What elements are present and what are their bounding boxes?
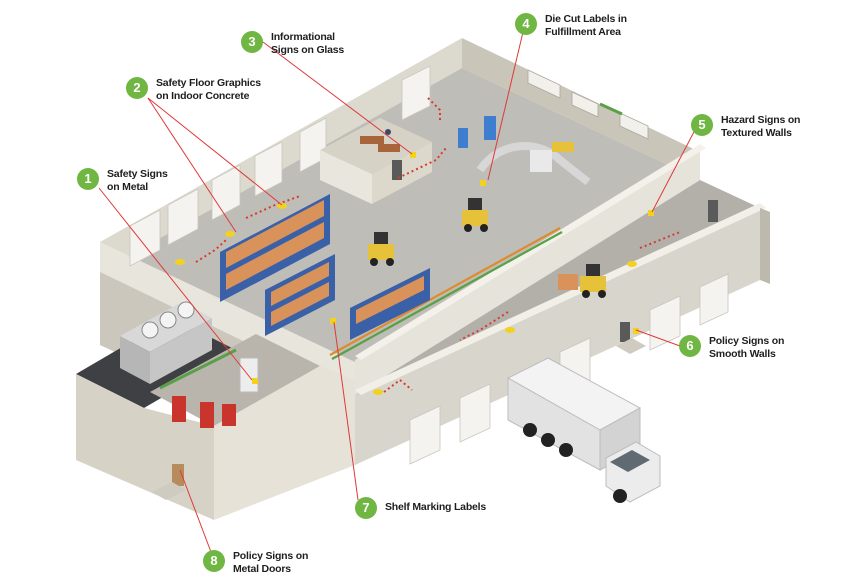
leader-6 xyxy=(635,329,681,347)
leader-8 xyxy=(179,469,215,561)
callout-8-number: 8 xyxy=(203,550,225,572)
floor-dotted-paths xyxy=(195,97,681,393)
office-wall-left xyxy=(320,150,372,204)
leader-1 xyxy=(98,187,253,381)
delivery-truck xyxy=(506,357,661,503)
hvac-units xyxy=(120,301,212,384)
callout-6-number: 6 xyxy=(679,335,701,357)
mech-room-steps xyxy=(152,482,186,500)
shelving-racks xyxy=(220,194,430,340)
leader-4 xyxy=(487,31,524,181)
callout-3-number: 3 xyxy=(241,31,263,53)
office-desk xyxy=(360,136,384,144)
leader-7 xyxy=(333,321,359,501)
mech-room-floor xyxy=(150,334,320,426)
callout-5-number: 5 xyxy=(691,114,713,136)
leader-lines xyxy=(98,31,697,561)
office-door xyxy=(392,160,402,180)
front-right-wall xyxy=(355,208,760,465)
callout-7: 7 Shelf Marking Labels xyxy=(355,497,486,519)
callout-4-number: 4 xyxy=(515,13,537,35)
side-door xyxy=(620,322,630,342)
wall-stripe xyxy=(599,102,623,116)
fulfillment-area xyxy=(458,116,591,186)
floor-stripes xyxy=(329,227,563,360)
right-wall-door xyxy=(708,200,718,222)
building-right-side xyxy=(760,208,770,284)
forklifts xyxy=(368,198,606,298)
side-door-steps xyxy=(616,338,646,354)
leader-5 xyxy=(651,127,697,213)
mech-room-door xyxy=(172,464,184,486)
callout-7-label: Shelf Marking Labels xyxy=(385,501,487,513)
mech-room-front-wall xyxy=(214,366,355,520)
leader-2b xyxy=(147,97,283,206)
wall-fans xyxy=(527,69,649,140)
front-right-wall-top xyxy=(355,203,766,395)
office-floor xyxy=(320,118,432,174)
callout-7-number: 7 xyxy=(355,497,377,519)
partition-wall-top xyxy=(355,144,706,360)
leader-3 xyxy=(262,41,413,155)
leader-2a xyxy=(147,97,237,233)
office-person xyxy=(385,129,391,135)
callout-2-number: 2 xyxy=(126,77,148,99)
office-desk-2 xyxy=(378,144,400,152)
partition-wall xyxy=(355,148,700,395)
callout-1-number: 1 xyxy=(77,168,99,190)
yellow-floor-graphics xyxy=(175,152,654,395)
